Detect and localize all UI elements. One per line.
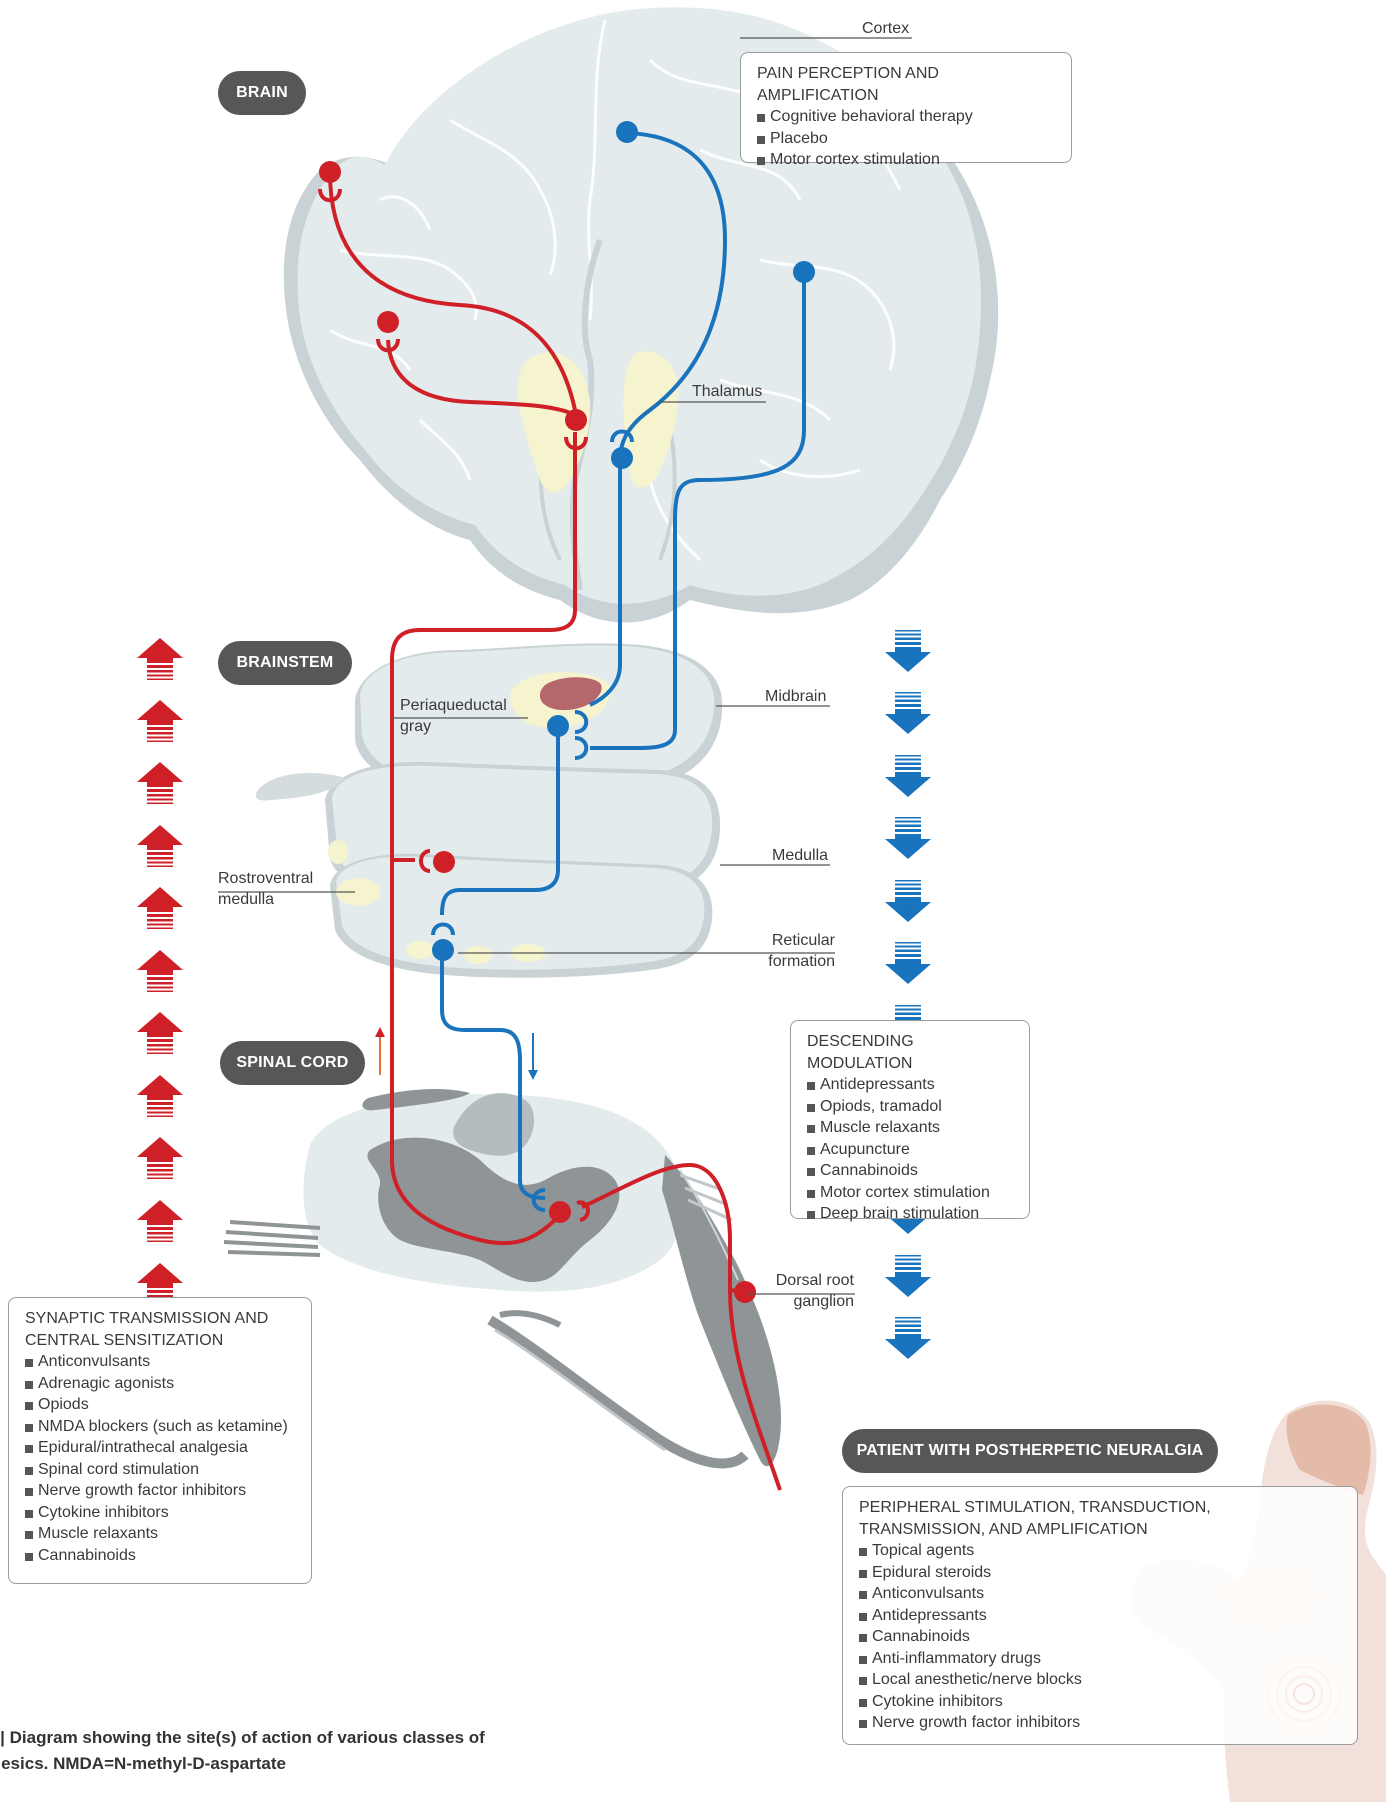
- rostroventral-label-line2: medulla: [218, 891, 275, 908]
- reticular-formation-label: Reticular formation: [740, 930, 835, 972]
- brainstem-pill: BRAINSTEM: [218, 641, 352, 685]
- label-leader-lines: [218, 37, 912, 1295]
- list-item: Spinal cord stimulation: [25, 1459, 295, 1481]
- midbrain-label: Midbrain: [765, 688, 827, 705]
- list-item: Cytokine inhibitors: [25, 1502, 295, 1524]
- caption-line1: 2 | Diagram showing the site(s) of actio…: [0, 1728, 485, 1747]
- small-down-arrow-icon: [528, 1033, 538, 1080]
- list-item: Acupuncture: [807, 1139, 1013, 1161]
- ascending-pathway: [328, 171, 782, 1491]
- synaptic-heading-line2: CENTRAL SENSITIZATION: [25, 1331, 224, 1349]
- list-item: Topical agents: [859, 1540, 1341, 1562]
- ascending-arrow-icon: [137, 638, 183, 680]
- pain-perception-list: Cognitive behavioral therapy Placebo Mot…: [757, 106, 1055, 171]
- ascending-arrow-icon: [137, 825, 183, 867]
- list-item: Muscle relaxants: [25, 1523, 295, 1545]
- descending-pathway: [440, 131, 806, 1200]
- pain-perception-heading: PAIN PERCEPTION AND AMPLIFICATION: [757, 65, 939, 104]
- spinal-cord-pill: SPINAL CORD: [220, 1041, 365, 1085]
- ascending-arrow-icon: [137, 950, 183, 992]
- descending-arrow-icon: [885, 880, 931, 922]
- synaptic-transmission-box: SYNAPTIC TRANSMISSION AND CENTRAL SENSIT…: [8, 1297, 312, 1584]
- synaptic-transmission-list: Anticonvulsants Adrenagic agonists Opiod…: [25, 1351, 295, 1566]
- peripheral-stimulation-box: PERIPHERAL STIMULATION, TRANSDUCTION, TR…: [842, 1486, 1358, 1745]
- peripheral-stimulation-list: Topical agents Epidural steroids Anticon…: [859, 1540, 1341, 1734]
- synapse-markers: [318, 121, 815, 1303]
- list-item: NMDA blockers (such as ketamine): [25, 1416, 295, 1438]
- reticular-label-line2: formation: [768, 953, 835, 970]
- brainstem-illustration: [255, 643, 723, 978]
- list-item: Cannabinoids: [25, 1545, 295, 1567]
- list-item: Cognitive behavioral therapy: [757, 106, 1055, 128]
- list-item: Epidural steroids: [859, 1562, 1341, 1584]
- descending-arrow-icon: [885, 942, 931, 984]
- periaqueductal-label-line2: gray: [400, 718, 432, 735]
- periaqueductal-label-line1: Periaqueductal: [400, 697, 507, 714]
- list-item: Nerve growth factor inhibitors: [25, 1480, 295, 1502]
- list-item: Local anesthetic/nerve blocks: [859, 1669, 1341, 1691]
- list-item: Muscle relaxants: [807, 1117, 1013, 1139]
- ascending-arrow-icon: [137, 1137, 183, 1179]
- descending-modulation-heading: DESCENDING MODULATION: [807, 1033, 914, 1072]
- list-item: Cannabinoids: [807, 1160, 1013, 1182]
- list-item: Motor cortex stimulation: [807, 1182, 1013, 1204]
- figure-caption: 2 | Diagram showing the site(s) of actio…: [0, 1725, 546, 1777]
- drg-label-line1: Dorsal root: [775, 1272, 854, 1289]
- list-item: Cannabinoids: [859, 1626, 1341, 1648]
- list-item: Epidural/intrathecal analgesia: [25, 1437, 295, 1459]
- ascending-arrow-icon: [137, 700, 183, 742]
- descending-arrow-icon: [885, 817, 931, 859]
- list-item: Opiods, tramadol: [807, 1096, 1013, 1118]
- descending-modulation-box: DESCENDING MODULATION Antidepressants Op…: [790, 1020, 1030, 1222]
- list-item: Anticonvulsants: [859, 1583, 1341, 1605]
- descending-arrow-icon: [885, 1317, 931, 1359]
- list-item: Deep brain stimulation: [807, 1203, 1013, 1225]
- spinal-cord-illustration: [223, 1088, 781, 1469]
- ascending-arrow-icon: [137, 1200, 183, 1242]
- thalamus-label: Thalamus: [692, 383, 763, 400]
- cortex-label: Cortex: [862, 20, 910, 37]
- list-item: Nerve growth factor inhibitors: [859, 1712, 1341, 1734]
- list-item: Motor cortex stimulation: [757, 149, 1055, 171]
- ascending-arrow-icon: [137, 1075, 183, 1117]
- ascending-arrow-icon: [137, 1012, 183, 1054]
- descending-arrow-icon: [885, 630, 931, 672]
- periaqueductal-gray-label: Periaqueductal gray: [400, 695, 507, 737]
- brain-pill: BRAIN: [218, 71, 306, 115]
- peripheral-heading-line2: TRANSMISSION, AND AMPLIFICATION: [859, 1520, 1148, 1538]
- synaptic-heading-line1: SYNAPTIC TRANSMISSION AND: [25, 1310, 269, 1327]
- descending-modulation-list: Antidepressants Opiods, tramadol Muscle …: [807, 1074, 1013, 1225]
- medulla-label: Medulla: [772, 847, 829, 864]
- ascending-arrow-icon: [137, 887, 183, 929]
- list-item: Adrenagic agonists: [25, 1373, 295, 1395]
- rostroventral-medulla-label: Rostroventral medulla: [218, 868, 313, 910]
- dorsal-root-ganglion-label: Dorsal root ganglion: [750, 1270, 854, 1312]
- ascending-arrows: [137, 638, 183, 1305]
- descending-arrow-icon: [885, 1255, 931, 1297]
- pain-perception-box: PAIN PERCEPTION AND AMPLIFICATION Cognit…: [740, 52, 1072, 168]
- list-item: Antidepressants: [859, 1605, 1341, 1627]
- drg-label-line2: ganglion: [793, 1293, 855, 1310]
- list-item: Opiods: [25, 1394, 295, 1416]
- caption-line2: lgesics. NMDA=N-methyl-D-aspartate: [0, 1754, 286, 1773]
- patient-pill: PATIENT WITH POSTHERPETIC NEURALGIA: [842, 1429, 1218, 1473]
- peripheral-heading-line1: PERIPHERAL STIMULATION, TRANSDUCTION,: [859, 1499, 1211, 1516]
- descending-arrows: [885, 630, 931, 1359]
- list-item: Placebo: [757, 128, 1055, 150]
- ascending-arrow-icon: [137, 762, 183, 804]
- descending-arrow-icon: [885, 755, 931, 797]
- reticular-label-line1: Reticular: [771, 932, 835, 949]
- rostroventral-label-line1: Rostroventral: [218, 870, 314, 887]
- descending-arrow-icon: [885, 692, 931, 734]
- list-item: Cytokine inhibitors: [859, 1691, 1341, 1713]
- small-up-arrow-icon: [375, 1027, 385, 1075]
- list-item: Anti-inflammatory drugs: [859, 1648, 1341, 1670]
- list-item: Antidepressants: [807, 1074, 1013, 1096]
- list-item: Anticonvulsants: [25, 1351, 295, 1373]
